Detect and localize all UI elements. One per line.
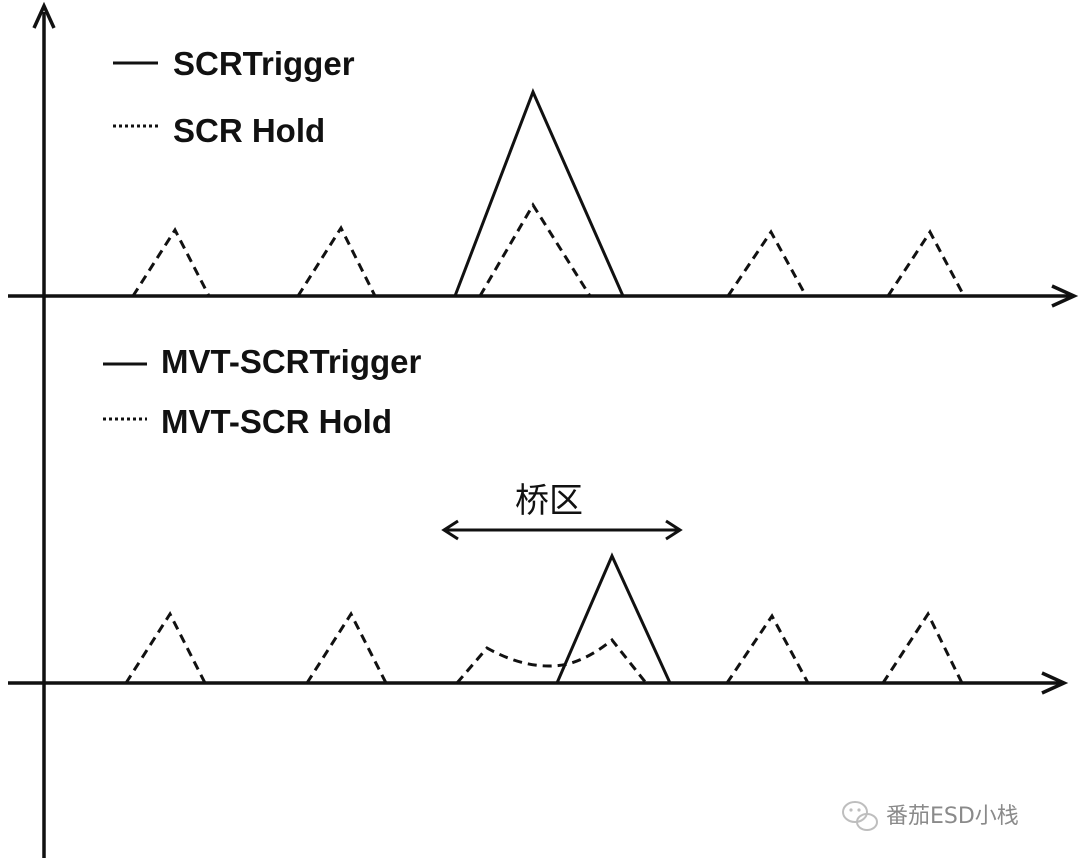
bridge-arrow-left-head	[441, 519, 459, 541]
legend-top-dashed-label: SCR Hold	[173, 112, 325, 149]
legend-bottom-solid-label: MVT-SCRTrigger	[161, 343, 422, 380]
legend-bottom-dashed-label: MVT-SCR Hold	[161, 403, 392, 440]
top-hold-peak-center	[478, 202, 592, 297]
bridge-region-label: 桥区	[515, 481, 583, 521]
wechat-icon	[842, 801, 878, 831]
bottom-hold-peak-5	[881, 610, 964, 684]
top-hold-peak-1	[131, 226, 211, 297]
top-x-axis-arrowhead	[1051, 284, 1079, 308]
bottom-trigger-peak	[555, 552, 672, 684]
y-axis-arrowhead	[32, 1, 56, 29]
bottom-x-axis-arrowhead	[1041, 671, 1069, 695]
bridge-arrow-right-head	[665, 519, 683, 541]
watermark-text: 番茄ESD小栈	[886, 804, 1019, 829]
top-hold-peak-2	[296, 224, 377, 297]
bottom-hold-peak-4	[725, 613, 810, 684]
top-hold-peak-4	[726, 229, 808, 297]
legend-top-solid-label: SCRTrigger	[173, 45, 355, 82]
top-trigger-peak	[453, 88, 625, 297]
bottom-hold-peak-2	[305, 610, 388, 684]
top-hold-peak-5	[886, 229, 966, 297]
bottom-hold-bridge-curve	[455, 637, 648, 684]
bottom-hold-peak-1	[124, 610, 207, 684]
